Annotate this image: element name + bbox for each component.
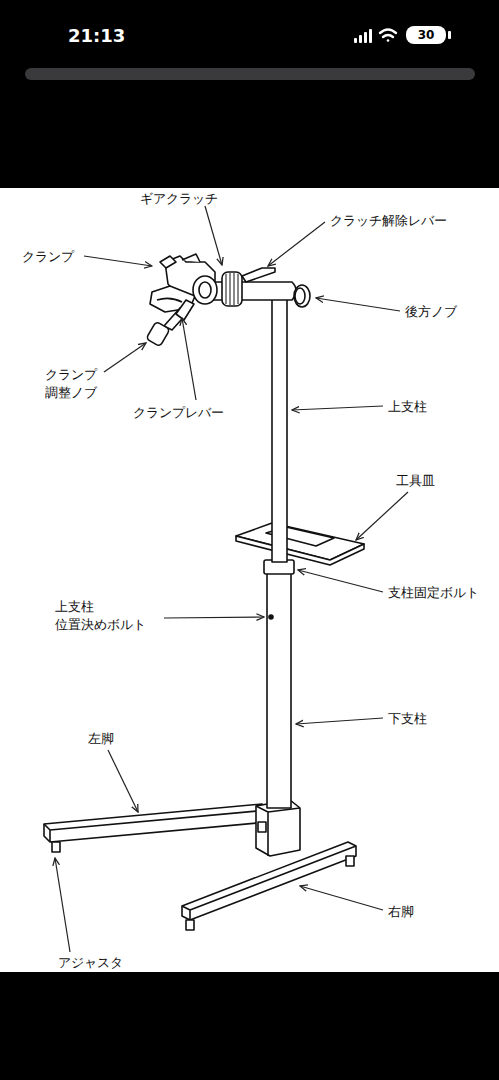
status-area [0,0,499,188]
part-label: 支柱固定ボルト [388,584,479,602]
leader-lines [55,206,408,952]
upper-post [272,292,287,562]
part-label: アジャスタ [58,954,123,972]
part-label: 上支柱 位置決めボルト [55,598,146,633]
part-label: クラッチ解除レバー [330,212,447,230]
rear-knob [294,285,310,307]
wifi-icon [380,30,396,42]
status-time: 21:13 [68,24,125,48]
part-label: 上支柱 [388,398,427,416]
image-ground [0,188,499,972]
left-leg [44,804,268,842]
battery-icon [406,26,446,44]
clamp-knob [146,321,170,346]
repair-stand [44,254,364,930]
part-label: 下支柱 [388,710,427,728]
clutch-lever [242,268,275,282]
part-label: 右脚 [388,903,414,921]
adjuster [52,842,60,852]
battery-tip [448,31,451,39]
battery-level: 30 [406,27,446,43]
bottom-area [0,972,499,1080]
part-label: 後方ノブ [405,303,457,321]
part-label: クランプ [22,248,74,266]
part-label: クランプ 調整ノブ [45,366,97,401]
grabber-bar [25,68,475,80]
part-label: クランプレバー [133,404,224,422]
gear-clutch [222,272,242,306]
part-label: 工具皿 [396,472,435,490]
clamp-lever [176,300,194,320]
signal-icon [354,29,372,43]
part-label: ギアクラッチ [140,190,218,208]
lower-post [267,572,291,808]
part-label: 左脚 [88,730,114,748]
